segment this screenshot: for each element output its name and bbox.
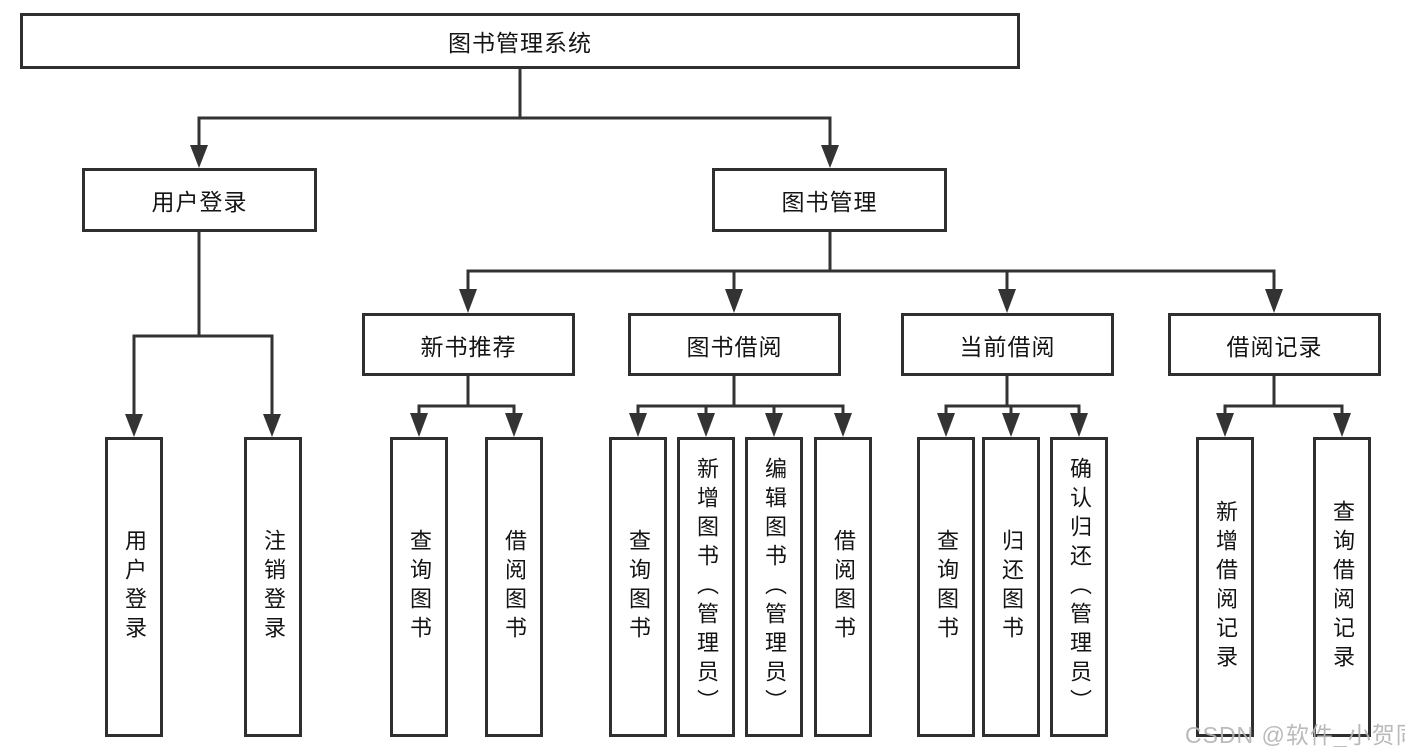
leaf-query-books-recommend: 查询图书 <box>390 437 448 737</box>
arrow-down-icon <box>1216 413 1234 437</box>
connector-group-root <box>190 66 839 168</box>
node-book-borrow-label: 图书借阅 <box>686 333 783 360</box>
arrow-down-icon <box>1002 413 1020 437</box>
connector-group-borrow-records <box>1216 374 1351 437</box>
arrow-down-icon <box>410 413 428 437</box>
leaf-add-book-admin: 新增图书（管理员） <box>677 437 735 737</box>
arrow-down-icon <box>263 414 281 437</box>
leaf-add-borrow-record: 新增借阅记录 <box>1196 437 1254 737</box>
connector-group-new-book-recommend <box>410 374 523 437</box>
node-current-borrow: 当前借阅 <box>901 313 1114 376</box>
leaf-user-login: 用户登录 <box>105 437 163 737</box>
leaf-edit-book-admin: 编辑图书（管理员） <box>745 437 803 737</box>
arrow-down-icon <box>821 145 839 168</box>
node-root-label: 图书管理系统 <box>448 30 592 56</box>
arrow-down-icon <box>697 413 715 437</box>
node-root: 图书管理系统 <box>20 13 1020 69</box>
node-current-borrow-label: 当前借阅 <box>959 333 1056 360</box>
node-new-book-recommend-label: 新书推荐 <box>420 333 517 360</box>
arrow-down-icon <box>190 145 208 168</box>
leaf-add-borrow-record-label: 新增借阅记录 <box>1213 500 1238 674</box>
leaf-query-books-borrow: 查询图书 <box>609 437 667 737</box>
leaf-borrow-books-recommend: 借阅图书 <box>485 437 543 737</box>
connector-group-book-management <box>459 230 1283 313</box>
leaf-edit-book-admin-label: 编辑图书（管理员） <box>762 456 787 718</box>
leaf-query-books-borrow-label: 查询图书 <box>626 529 651 645</box>
csdn-watermark: CSDN @软件_小贺同学 <box>1185 722 1405 747</box>
node-user-login: 用户登录 <box>82 168 317 232</box>
leaf-query-borrow-record-label: 查询借阅记录 <box>1330 500 1355 674</box>
arrow-down-icon <box>998 289 1016 313</box>
arrow-down-icon <box>125 414 143 437</box>
connector-group-book-borrow <box>629 374 852 437</box>
leaf-logout-login: 注销登录 <box>244 437 302 737</box>
arrow-down-icon <box>725 289 743 313</box>
connector-group-current-borrow <box>937 374 1088 437</box>
leaf-user-login-label: 用户登录 <box>122 529 147 645</box>
leaf-borrow-books-recommend-label: 借阅图书 <box>502 529 527 645</box>
leaf-confirm-return-admin: 确认归还（管理员） <box>1050 437 1108 737</box>
leaf-borrow-books: 借阅图书 <box>814 437 872 737</box>
arrow-down-icon <box>1265 289 1283 313</box>
node-new-book-recommend: 新书推荐 <box>362 313 575 376</box>
node-borrow-records: 借阅记录 <box>1168 313 1381 376</box>
node-book-management: 图书管理 <box>712 168 947 232</box>
connector-group-user-login <box>125 230 281 437</box>
arrow-down-icon <box>459 289 477 313</box>
arrow-down-icon <box>937 413 955 437</box>
leaf-logout-login-label: 注销登录 <box>261 529 286 645</box>
leaf-query-books-recommend-label: 查询图书 <box>407 529 432 645</box>
node-book-borrow: 图书借阅 <box>628 313 841 376</box>
leaf-return-books-label: 归还图书 <box>999 529 1024 645</box>
leaf-borrow-books-label: 借阅图书 <box>831 529 856 645</box>
node-book-management-label: 图书管理 <box>781 189 878 215</box>
arrow-down-icon <box>765 413 783 437</box>
arrow-down-icon <box>505 413 523 437</box>
node-borrow-records-label: 借阅记录 <box>1226 333 1323 360</box>
arrow-down-icon <box>1333 413 1351 437</box>
node-user-login-label: 用户登录 <box>151 189 248 215</box>
leaf-query-borrow-record: 查询借阅记录 <box>1313 437 1371 737</box>
arrow-down-icon <box>1070 413 1088 437</box>
leaf-add-book-admin-label: 新增图书（管理员） <box>694 456 719 718</box>
leaf-query-books-current: 查询图书 <box>917 437 975 737</box>
arrow-down-icon <box>629 413 647 437</box>
leaf-query-books-current-label: 查询图书 <box>934 529 959 645</box>
leaf-return-books: 归还图书 <box>982 437 1040 737</box>
arrow-down-icon <box>834 413 852 437</box>
leaf-confirm-return-admin-label: 确认归还（管理员） <box>1067 456 1092 718</box>
